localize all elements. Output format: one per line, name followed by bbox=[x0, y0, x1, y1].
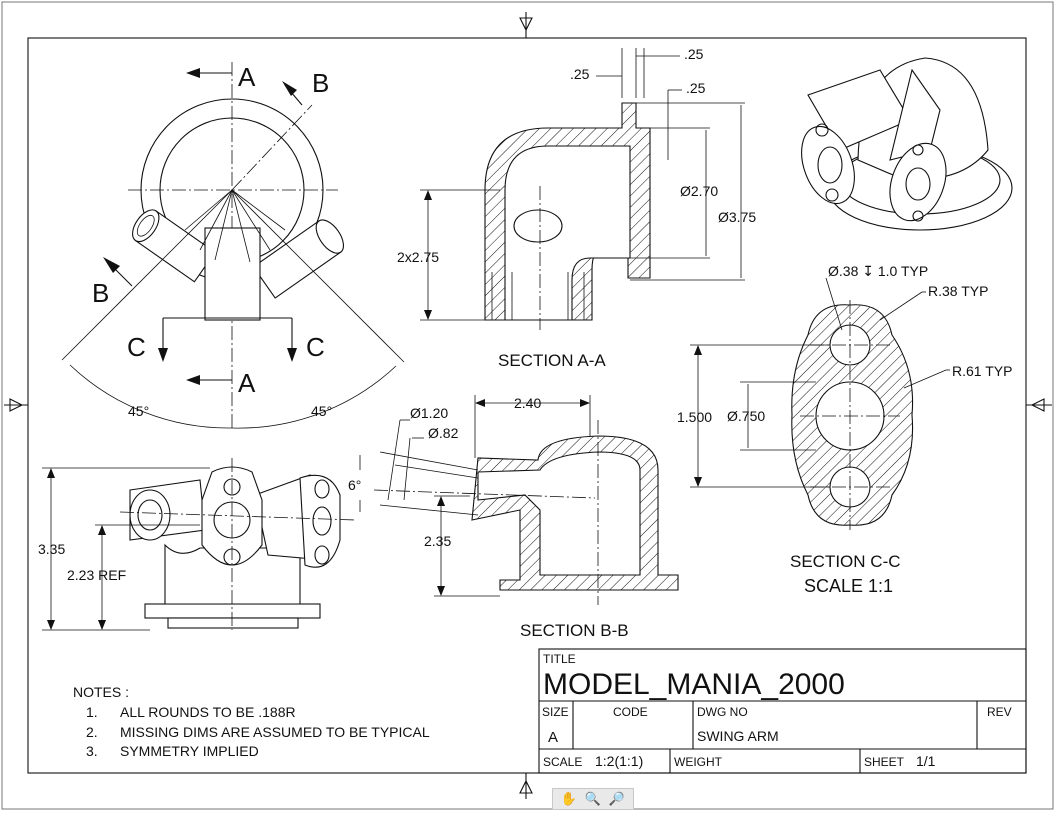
notes-block: NOTES : 1. ALL ROUNDS TO BE .188R 2. MIS… bbox=[73, 684, 430, 759]
dim-aa-height: 2x2.75 bbox=[397, 249, 439, 265]
scale-value: 1:2(1:1) bbox=[595, 753, 643, 769]
dim-aa-outer-dia: Ø3.75 bbox=[718, 209, 756, 225]
section-aa-view: 2x2.75 .25 .25 .25 Ø2.70 Ø3.75 SECTION A… bbox=[397, 46, 756, 370]
hand-icon[interactable]: ✋ bbox=[560, 791, 578, 806]
drawing-title: MODEL_MANIA_2000 bbox=[543, 668, 845, 701]
section-cc-view: 1.500 Ø.750 Ø.38 ↧ 1.0 TYP R.38 TYP R.61… bbox=[677, 263, 1012, 596]
title-block: TITLE MODEL_MANIA_2000 SIZE A CODE DWG N… bbox=[538, 648, 1027, 774]
title-label: TITLE bbox=[543, 652, 576, 666]
section-cc-scale: SCALE 1:1 bbox=[804, 576, 893, 596]
section-arrow-label-b-bottom: B bbox=[92, 278, 109, 308]
dim-aa-inner-dia: Ø2.70 bbox=[680, 183, 718, 199]
sheet-value: 1/1 bbox=[916, 753, 936, 769]
dim-bb-width: 2.40 bbox=[514, 395, 541, 411]
scale-label: SCALE bbox=[543, 755, 582, 769]
isometric-view bbox=[801, 57, 1013, 231]
rev-label: REV bbox=[987, 705, 1012, 719]
size-value: A bbox=[548, 729, 558, 746]
note-1-text: ALL ROUNDS TO BE .188R bbox=[120, 704, 296, 720]
front-view: 3.35 2.23 REF bbox=[38, 458, 356, 631]
dwg-no-value: SWING ARM bbox=[697, 728, 779, 744]
dwg-no-label: DWG NO bbox=[697, 705, 748, 719]
note-2-number: 2. bbox=[86, 724, 98, 740]
notes-heading: NOTES : bbox=[73, 684, 129, 700]
dim-bb-dia-outer: Ø1.20 bbox=[410, 405, 448, 421]
dim-bb-height: 2.35 bbox=[424, 533, 451, 549]
dim-cc-large-radius: R.61 TYP bbox=[952, 363, 1012, 379]
section-arrow-label-b-top: B bbox=[312, 68, 329, 98]
section-cc-title: SECTION C-C bbox=[790, 552, 901, 571]
dim-aa-top-3: .25 bbox=[686, 80, 706, 96]
note-2-text: MISSING DIMS ARE ASSUMED TO BE TYPICAL bbox=[120, 724, 430, 740]
note-3-number: 3. bbox=[86, 743, 98, 759]
dim-front-ref: 2.23 REF bbox=[67, 567, 126, 583]
code-label: CODE bbox=[613, 705, 648, 719]
viewer-toolbar: ✋ 🔍 🔎 bbox=[552, 788, 634, 810]
border-center-marks bbox=[4, 12, 1052, 799]
dim-front-overall: 3.35 bbox=[38, 541, 65, 557]
top-view: A A B B C C 45° 45° bbox=[61, 62, 405, 430]
note-3-text: SYMMETRY IMPLIED bbox=[120, 743, 259, 759]
section-aa-title: SECTION A-A bbox=[498, 351, 606, 370]
angle-label-left: 45° bbox=[128, 403, 149, 419]
dim-cc-small-radius: R.38 TYP bbox=[928, 283, 988, 299]
dim-bb-dia-inner: Ø.82 bbox=[428, 425, 459, 441]
section-arrow-label-a-bottom: A bbox=[238, 368, 256, 398]
dim-cc-bore: Ø.750 bbox=[727, 408, 765, 424]
section-bb-title: SECTION B-B bbox=[520, 621, 629, 640]
dim-cc-hole: Ø.38 ↧ 1.0 TYP bbox=[828, 263, 928, 279]
section-arrow-label-c-left: C bbox=[127, 332, 146, 362]
angle-label-right: 45° bbox=[311, 403, 332, 419]
dim-aa-top-2: .25 bbox=[570, 66, 590, 82]
section-bb-view: Ø1.20 Ø.82 2.40 6° 2.35 SECTION B-B bbox=[348, 395, 679, 640]
zoom-icon[interactable]: 🔍 bbox=[584, 791, 602, 806]
section-arrow-label-c-right: C bbox=[306, 332, 325, 362]
size-label: SIZE bbox=[542, 705, 569, 719]
dim-aa-top-1: .25 bbox=[684, 46, 704, 62]
note-1-number: 1. bbox=[86, 704, 98, 720]
dim-cc-span: 1.500 bbox=[677, 409, 712, 425]
zoom-out-icon[interactable]: 🔎 bbox=[608, 791, 626, 806]
dim-bb-angle: 6° bbox=[348, 477, 361, 493]
section-arrow-label-a-top: A bbox=[238, 62, 256, 92]
weight-label: WEIGHT bbox=[674, 755, 723, 769]
sheet-label: SHEET bbox=[864, 755, 905, 769]
